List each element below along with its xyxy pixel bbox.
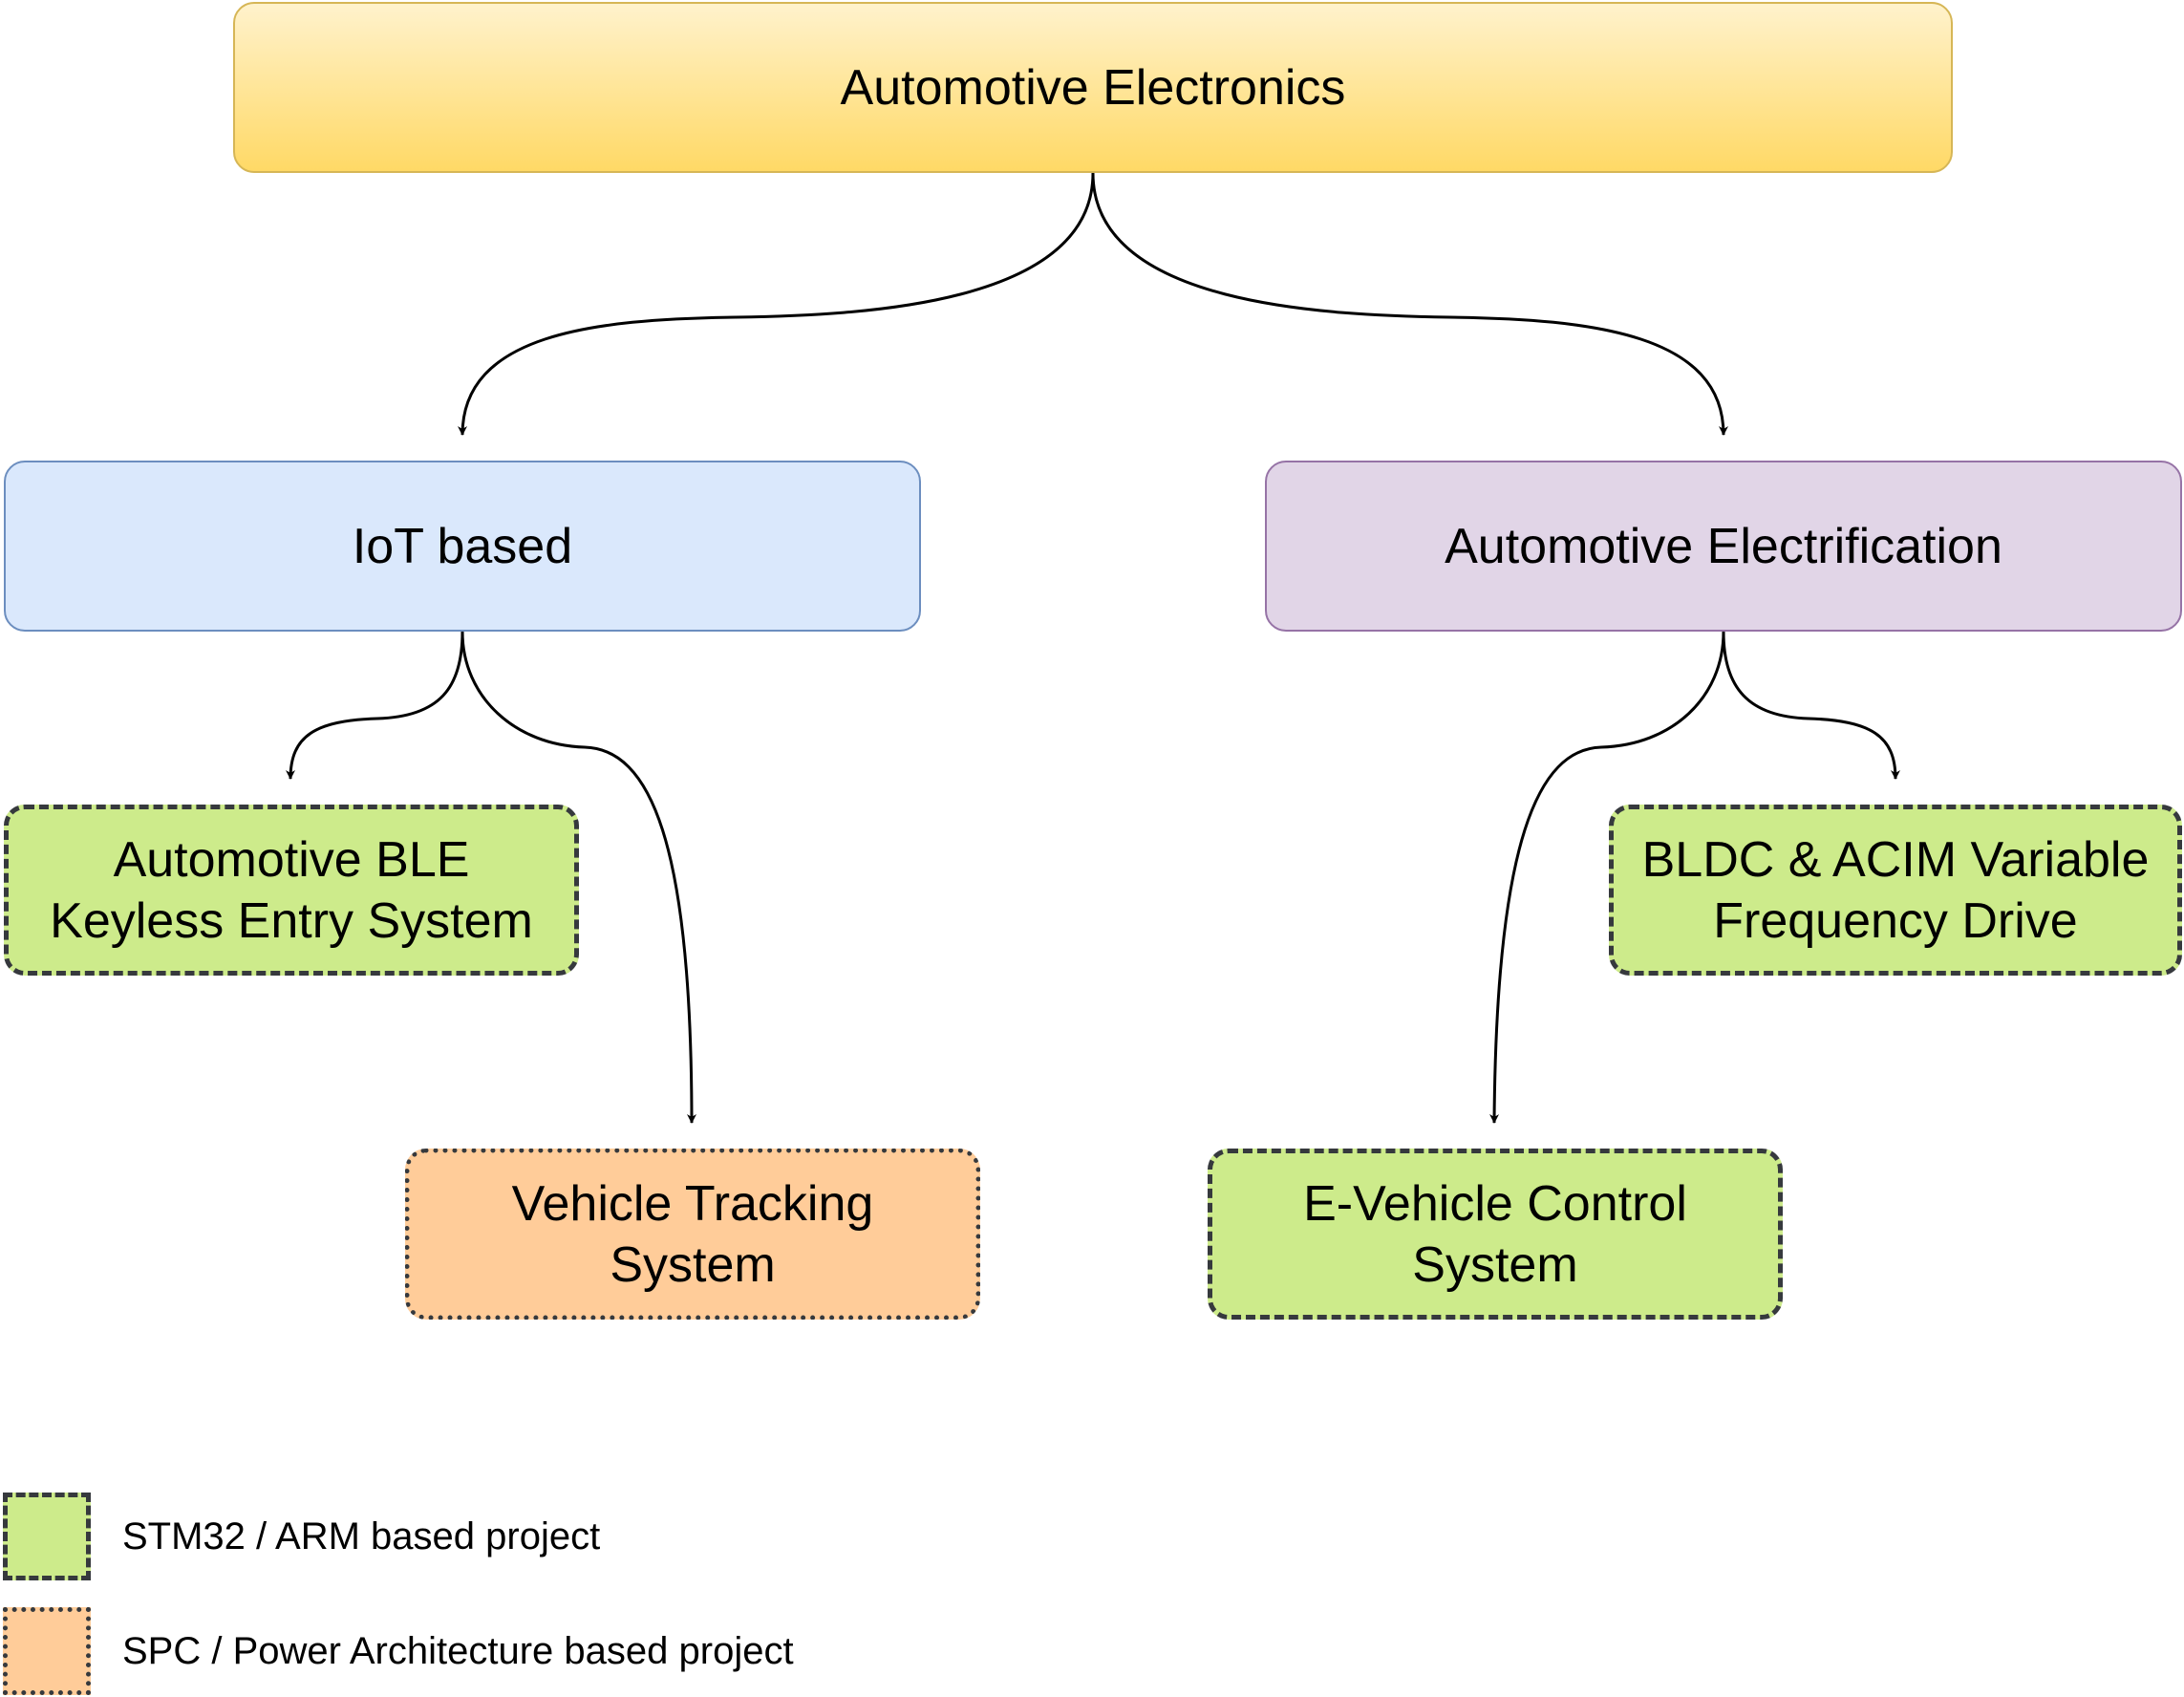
node-vehicle-tracking: Vehicle Tracking System [405,1149,980,1320]
edge-electrification-to-bldc [1722,631,1900,780]
node-automotive-electronics: Automotive Electronics [233,2,1953,173]
node-automotive-electrification: Automotive Electrification [1265,461,2182,632]
edge-electrification-to-ev-control [1489,631,1725,1124]
node-label: BLDC & ACIM Variable Frequency Drive [1641,831,2150,949]
node-ev-control: E-Vehicle Control System [1208,1149,1783,1320]
node-label: Automotive BLE Keyless Entry System [50,831,533,949]
node-bldc-acim-vfd: BLDC & ACIM Variable Frequency Drive [1609,805,2182,976]
legend-label-stm32: STM32 / ARM based project [122,1515,601,1557]
edge-root-to-iot [458,172,1095,436]
legend-swatch-spc [3,1607,91,1695]
node-label: Vehicle Tracking System [511,1175,874,1293]
node-ble-keyless-entry: Automotive BLE Keyless Entry System [4,805,579,976]
node-label: E-Vehicle Control System [1303,1175,1687,1293]
legend-label-spc: SPC / Power Architecture based project [122,1630,794,1672]
legend-swatch-stm32 [3,1493,91,1580]
edge-iot-to-vehicle-tracking [460,631,696,1124]
edge-root-to-electrification [1091,172,1728,436]
edge-iot-to-ble [286,631,464,780]
node-label: IoT based [352,518,573,574]
node-label: Automotive Electrification [1445,518,2002,574]
node-iot-based: IoT based [4,461,921,632]
node-label: Automotive Electronics [840,59,1346,116]
